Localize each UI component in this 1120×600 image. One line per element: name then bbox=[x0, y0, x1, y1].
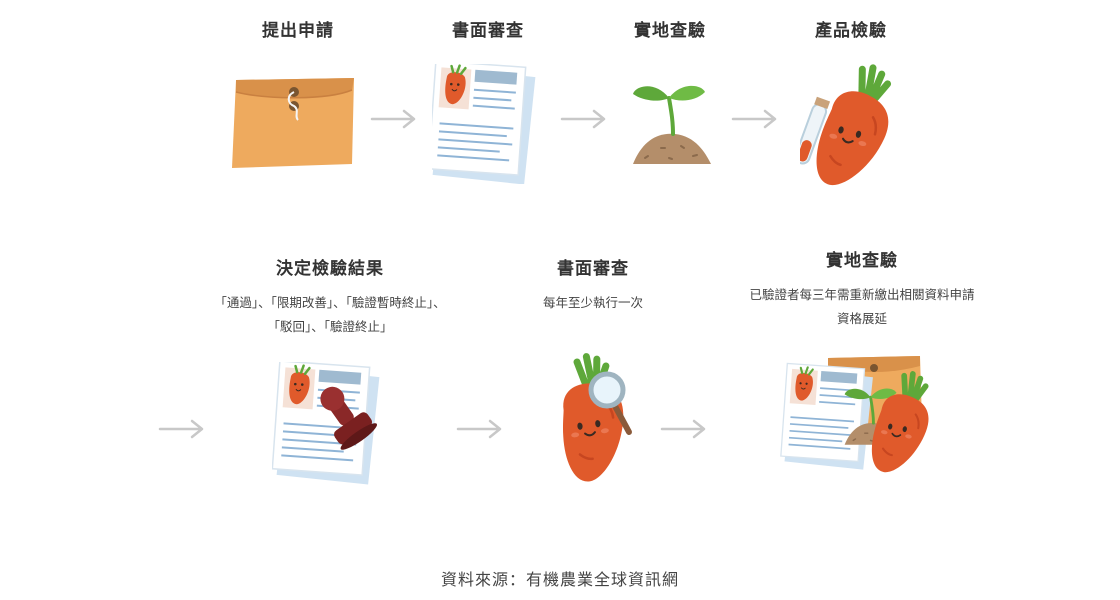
carrot-magnifier-icon bbox=[540, 350, 650, 486]
arrow-icon bbox=[456, 419, 502, 439]
step-title: 決定檢驗結果 bbox=[276, 259, 384, 279]
step-title: 實地查驗 bbox=[826, 251, 898, 271]
envelope-icon bbox=[232, 78, 354, 168]
arrow-icon bbox=[370, 109, 416, 129]
arrow-icon bbox=[560, 109, 606, 129]
step-title: 實地查驗 bbox=[634, 21, 706, 41]
step-title: 產品檢驗 bbox=[815, 21, 887, 41]
step-title: 書面審查 bbox=[452, 21, 524, 41]
step-description-line: 「駁回」、「驗證終止」 bbox=[267, 319, 393, 334]
documents-sprout-carrot-icon bbox=[780, 356, 950, 482]
row1-step4: 產品檢驗 bbox=[771, 16, 931, 41]
step-description: 「通過」、「限期改善」、「驗證暫時終止」、 「駁回」、「驗證終止」 bbox=[180, 291, 480, 339]
step-description: 每年至少執行一次 bbox=[493, 291, 693, 315]
step-description-line: 「通過」、「限期改善」、「驗證暫時終止」、 bbox=[214, 295, 446, 310]
row1-step1: 提出申請 bbox=[218, 16, 378, 41]
arrow-icon bbox=[158, 419, 204, 439]
row2-step3: 實地查驗 已驗證者每三年需重新繳出相關資料申請 資格展延 bbox=[712, 246, 1012, 331]
row2-step1: 決定檢驗結果 「通過」、「限期改善」、「驗證暫時終止」、 「駁回」、「驗證終止」 bbox=[180, 254, 480, 339]
arrow-icon bbox=[660, 419, 706, 439]
carrot-test-tube-icon bbox=[800, 56, 900, 194]
row1-step3: 實地查驗 bbox=[590, 16, 750, 41]
document-icon bbox=[432, 64, 537, 184]
step-description-line: 每年至少執行一次 bbox=[542, 295, 643, 310]
step-description-line: 已驗證者每三年需重新繳出相關資料申請 bbox=[749, 287, 975, 302]
row2-step2: 書面審查 每年至少執行一次 bbox=[493, 254, 693, 315]
document-stamp-icon bbox=[272, 362, 381, 486]
step-title: 書面審查 bbox=[557, 259, 629, 279]
source-footer: 資料來源：有機農業全球資訊網 bbox=[440, 570, 679, 589]
arrow-icon bbox=[731, 109, 777, 129]
step-description: 已驗證者每三年需重新繳出相關資料申請 資格展延 bbox=[712, 283, 1012, 331]
step-description-line: 資格展延 bbox=[836, 311, 887, 326]
step-title: 提出申請 bbox=[262, 21, 334, 41]
sprout-icon bbox=[631, 83, 713, 166]
row1-step2: 書面審查 bbox=[408, 16, 568, 41]
